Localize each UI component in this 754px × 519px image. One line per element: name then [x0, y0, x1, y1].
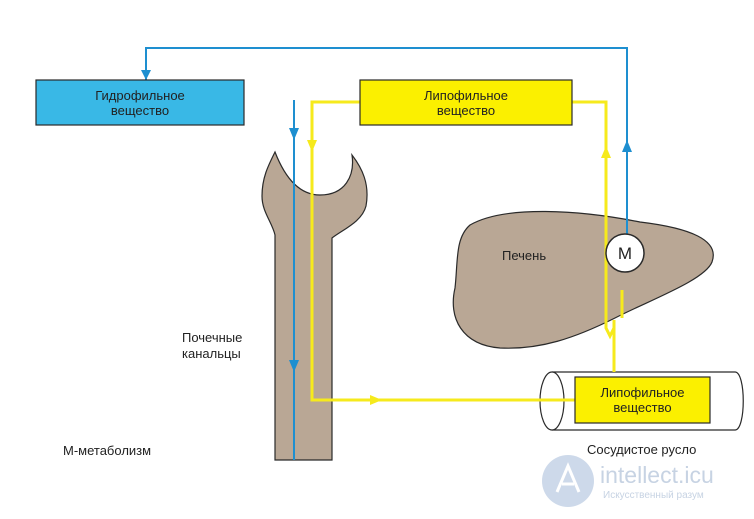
metabolism-node-label: М — [617, 243, 633, 263]
hydrophilic-box — [35, 79, 245, 126]
yellow-arrow-down — [307, 140, 317, 152]
lipophilic-box-vessel — [574, 376, 711, 424]
lipophilic-box-top — [359, 79, 573, 126]
hydrophilic-box-label: Гидрофильное вещество — [95, 87, 185, 118]
kidney-tubule-shape — [261, 150, 368, 461]
watermark-logo — [542, 455, 594, 507]
metabolism-node — [605, 233, 645, 273]
lipophilic-box-vessel-label: Липофильное вещество — [600, 385, 685, 415]
yellow-arrow-up — [601, 146, 611, 158]
yellow-arrow-right — [370, 395, 382, 405]
metabolism-caption: М-метаболизм — [63, 443, 152, 458]
lipophilic-box-top-label: Липофильное вещество — [423, 87, 509, 118]
lipophilic-pathway — [310, 100, 624, 402]
watermark-tagline: Искусственный разум — [603, 490, 704, 501]
blue-arrow-down-top — [289, 128, 299, 140]
blue-arrow-left-box — [141, 70, 151, 80]
liver-label: Печень — [502, 248, 547, 263]
blue-arrow-down-tubule — [289, 360, 299, 372]
liver-shape — [452, 210, 714, 349]
tubules-label: Почечные канальцы — [182, 330, 243, 361]
blue-arrow-up — [622, 140, 632, 152]
watermark-site: intellect.icu — [600, 462, 714, 488]
vessel-label: Сосудистое русло — [587, 442, 697, 457]
